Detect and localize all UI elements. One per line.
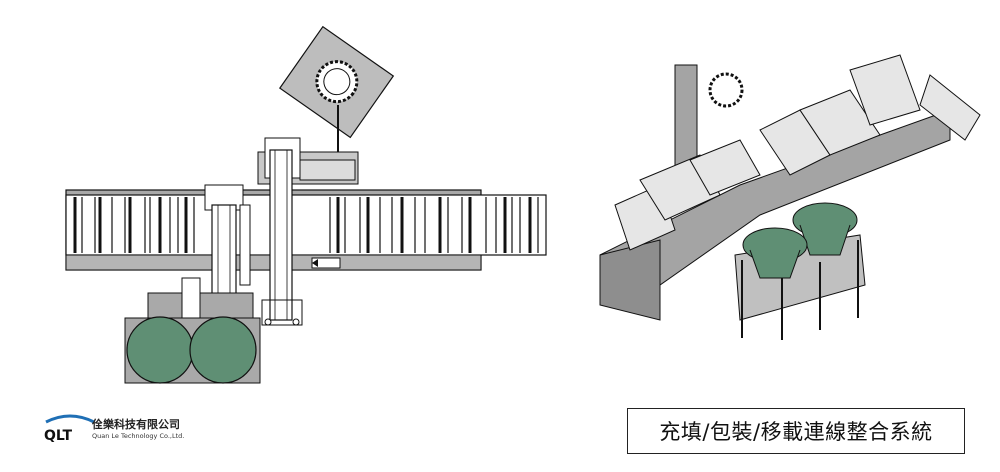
svg-text:QLT: QLT [44, 428, 73, 444]
top-view-transfer-mechanism [204, 137, 359, 326]
title-box: 充填/包裝/移載連線整合系統 [627, 408, 965, 454]
top-view-feeder-head [278, 25, 395, 139]
top-view-conveyor [65, 189, 547, 271]
flow-arrow-icon [311, 257, 341, 269]
company-name-cn: 佺樂科技有限公司 [92, 418, 180, 431]
isometric-machine-view [599, 54, 981, 340]
diagram-title: 充填/包裝/移載連線整合系統 [659, 420, 933, 444]
top-view-bowl-feeders [124, 277, 261, 384]
company-logo-icon: QLT [44, 414, 95, 444]
company-name-en: Quan Le Technology Co.,Ltd. [92, 432, 185, 440]
